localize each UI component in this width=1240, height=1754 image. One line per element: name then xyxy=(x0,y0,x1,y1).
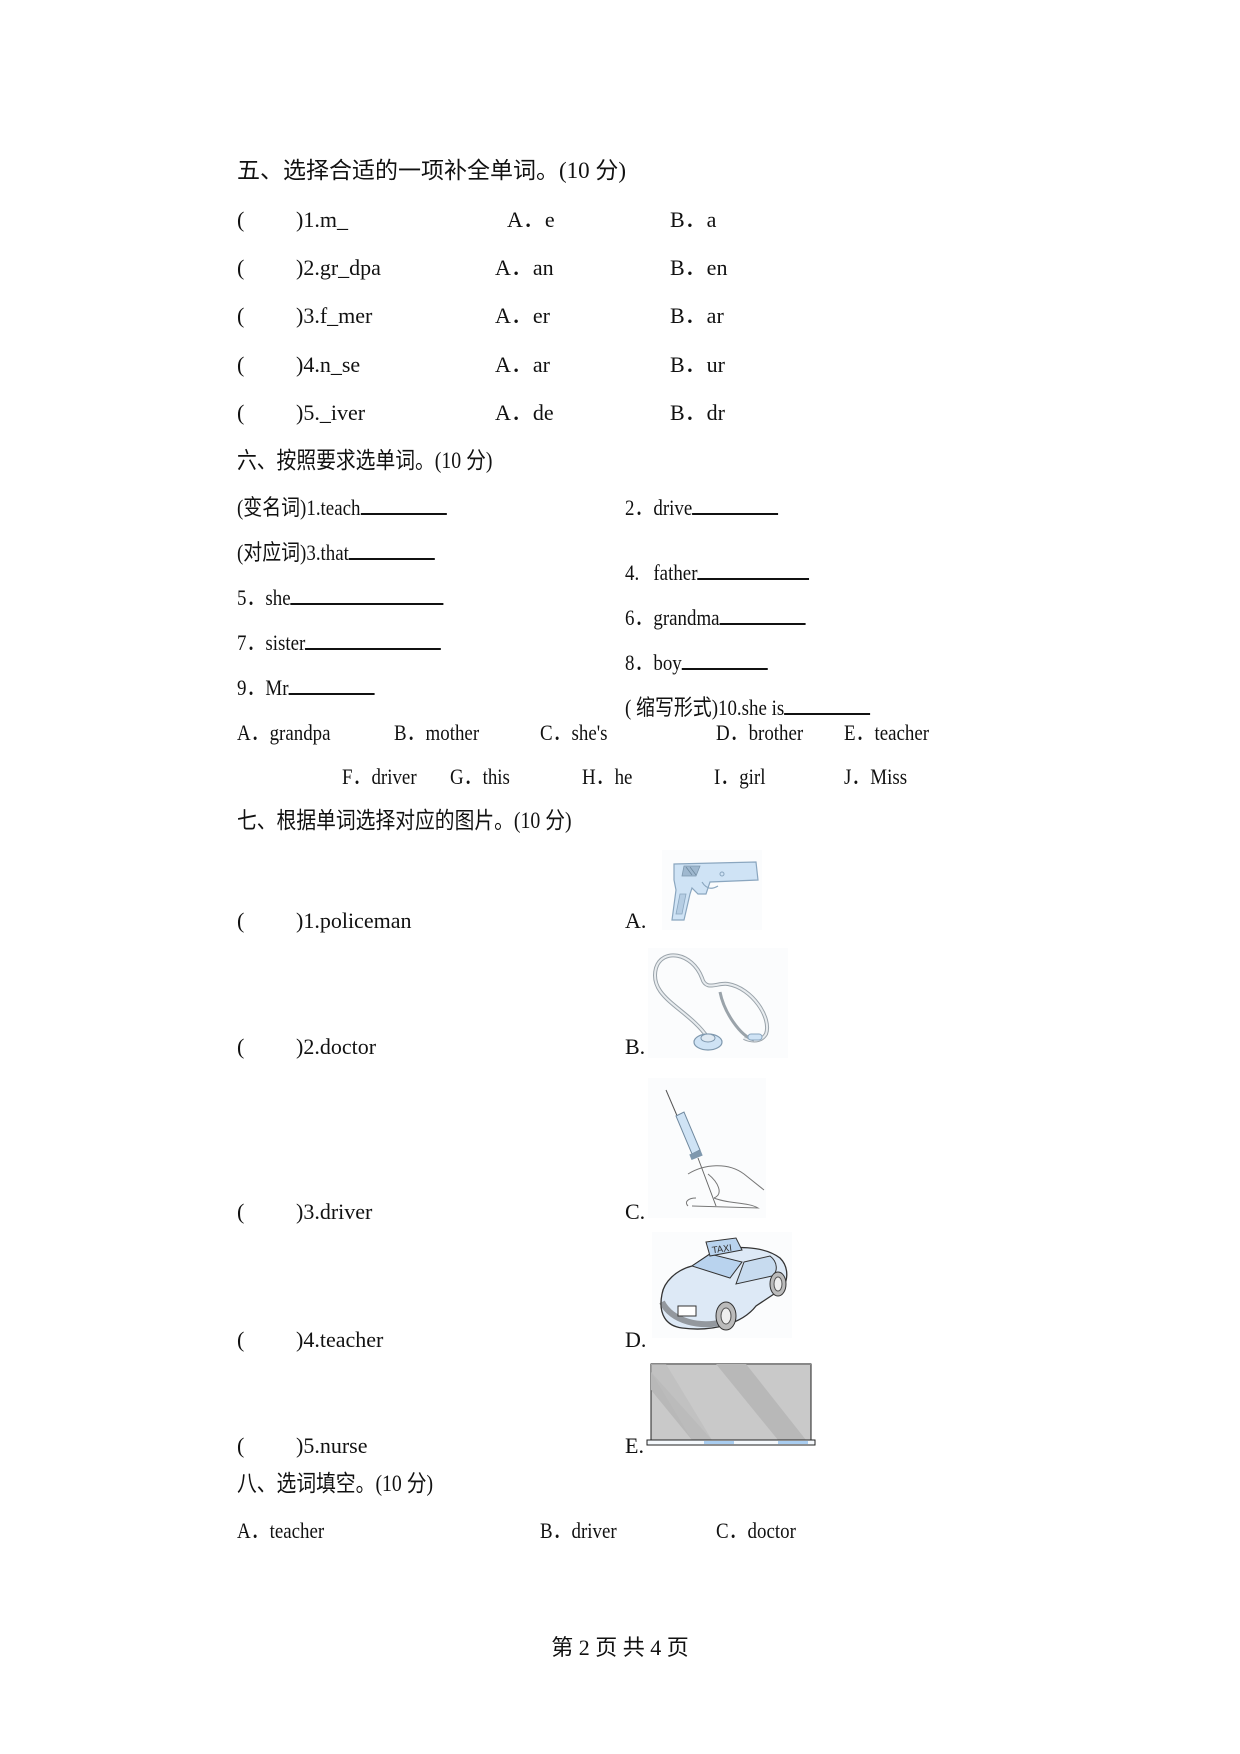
section6-item-7: 7．sister xyxy=(237,630,442,656)
section5-stem: )3.f_mer xyxy=(296,303,373,328)
item-label: 7．sister xyxy=(237,630,306,655)
section7-paren: ( xyxy=(237,1327,245,1352)
item-label: 5．she xyxy=(237,585,291,610)
section6-option: D．brother xyxy=(716,720,804,745)
section6-option: H．he xyxy=(582,764,633,789)
section7-option-label: A. xyxy=(625,908,647,933)
section6-item-8: 8．boy xyxy=(625,650,768,676)
section6-option: G．this xyxy=(450,764,510,789)
answer-blank[interactable] xyxy=(697,560,810,580)
blackboard-image xyxy=(646,1363,816,1446)
item-label: (变名词)1.teach xyxy=(237,495,361,520)
section5-paren: ( xyxy=(237,400,245,425)
section5-paren: ( xyxy=(237,352,245,377)
section7-option-label: E. xyxy=(625,1433,644,1458)
section5-option-b: B．ar xyxy=(670,303,724,328)
section7-title: 七、根据单词选择对应的图片。(10 分) xyxy=(237,808,572,833)
section5-title: 五、选择合适的一项补全单词。(10 分) xyxy=(237,158,627,183)
taxi-image: TAXI xyxy=(652,1232,792,1338)
section5-paren: ( xyxy=(237,303,245,328)
item-label: ( 缩写形式)10.she is xyxy=(625,695,785,720)
section7-word: )5.nurse xyxy=(296,1433,368,1458)
section7-word: )1.policeman xyxy=(296,908,412,933)
section6-option: F．driver xyxy=(342,764,417,789)
item-label: 8．boy xyxy=(625,650,682,675)
stethoscope-image xyxy=(648,948,788,1058)
section6-option: B．mother xyxy=(394,720,480,745)
section7-option-label: C. xyxy=(625,1199,646,1224)
section5-option-b: B．en xyxy=(670,255,728,280)
section6-item-6: 6．grandma xyxy=(625,605,806,631)
item-label: 6．grandma xyxy=(625,605,720,630)
section6-option: E．teacher xyxy=(844,720,930,745)
section6-item-9: 9．Mr xyxy=(237,675,375,701)
section5-paren: ( xyxy=(237,207,245,232)
section6-item-4: 4. father xyxy=(625,560,810,586)
section7-option-label: B. xyxy=(625,1034,646,1059)
section5-option-b: B．dr xyxy=(670,400,726,425)
answer-blank[interactable] xyxy=(692,495,779,515)
answer-blank[interactable] xyxy=(681,650,768,670)
section6-option: I．girl xyxy=(714,764,766,789)
page-number-footer: 第 2 页 共 4 页 xyxy=(551,1635,689,1660)
section5-stem: )2.gr_dpa xyxy=(296,255,381,280)
section7-paren: ( xyxy=(237,1433,245,1458)
answer-blank[interactable] xyxy=(360,495,447,515)
answer-blank[interactable] xyxy=(784,695,871,715)
section7-word: )2.doctor xyxy=(296,1034,377,1059)
section5-option-b: B．ur xyxy=(670,352,726,377)
section6-item-2: 2．drive xyxy=(625,495,779,521)
item-label: 4. father xyxy=(625,560,698,585)
section7-word: )4.teacher xyxy=(296,1327,384,1352)
section8-option: C．doctor xyxy=(716,1518,796,1543)
section7-paren: ( xyxy=(237,1199,245,1224)
section5-option-a: A．de xyxy=(495,400,554,425)
syringe-image xyxy=(648,1078,766,1218)
section5-option-a: A．ar xyxy=(495,352,550,377)
section7-option-label: D. xyxy=(625,1327,647,1352)
section6-option: J．Miss xyxy=(844,764,908,789)
section6-item-5: 5．she xyxy=(237,585,444,611)
section6-option: A．grandpa xyxy=(237,720,331,745)
answer-blank[interactable] xyxy=(288,675,375,695)
section7-paren: ( xyxy=(237,908,245,933)
section5-stem: )1.m_ xyxy=(296,207,348,232)
section5-option-b: B．a xyxy=(670,207,717,232)
section6-option: C．she's xyxy=(540,720,608,745)
section5-stem: )5._iver xyxy=(296,400,366,425)
answer-blank[interactable] xyxy=(348,540,435,560)
answer-blank[interactable] xyxy=(305,630,442,650)
taxi-sign-text: TAXI xyxy=(711,1244,733,1257)
section7-word: )3.driver xyxy=(296,1199,373,1224)
section7-paren: ( xyxy=(237,1034,245,1059)
pistol-image xyxy=(662,850,762,930)
section5-option-a: A．an xyxy=(495,255,554,280)
section8-option: A．teacher xyxy=(237,1518,325,1543)
section6-item-1: (变名词)1.teach xyxy=(237,495,447,521)
item-label: 9．Mr xyxy=(237,675,289,700)
section8-title: 八、选词填空。(10 分) xyxy=(237,1471,434,1496)
item-label: (对应词)3.that xyxy=(237,540,349,565)
section5-option-a: A．er xyxy=(495,303,550,328)
section5-paren: ( xyxy=(237,255,245,280)
section5-option-a: A．e xyxy=(507,207,555,232)
item-label: 2．drive xyxy=(625,495,693,520)
section8-option: B．driver xyxy=(540,1518,617,1543)
answer-blank[interactable] xyxy=(719,605,806,625)
section6-item-3: (对应词)3.that xyxy=(237,540,435,566)
section6-item-10: ( 缩写形式)10.she is xyxy=(625,695,871,721)
answer-blank[interactable] xyxy=(290,585,444,605)
section5-stem: )4.n_se xyxy=(296,352,361,377)
section6-title: 六、按照要求选单词。(10 分) xyxy=(237,448,493,473)
